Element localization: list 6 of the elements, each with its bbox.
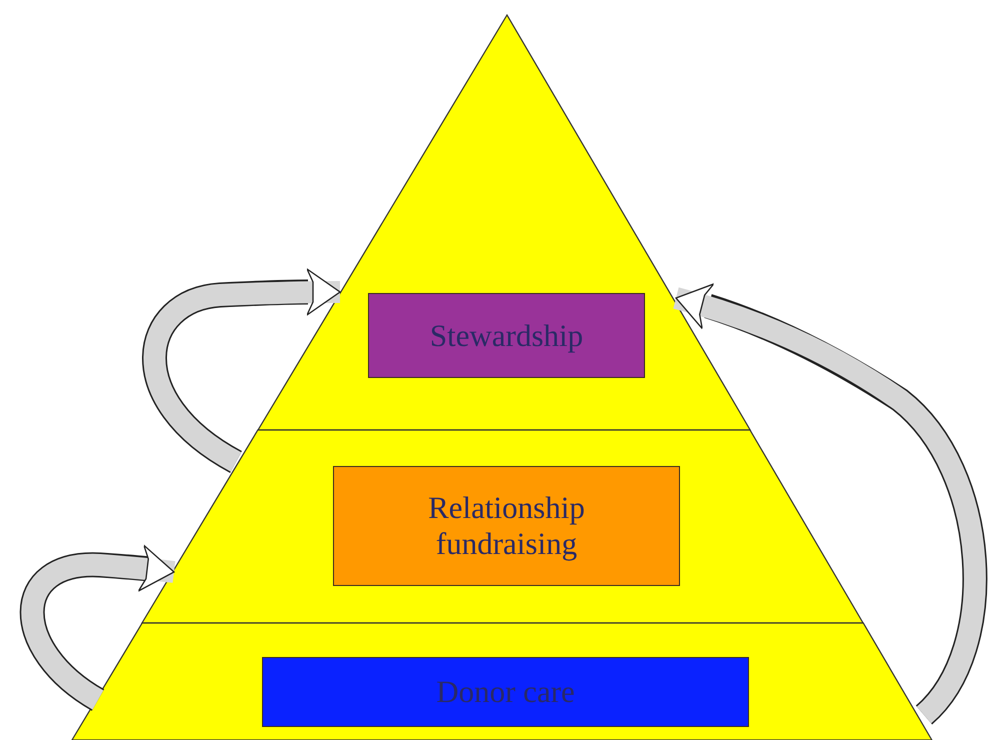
pyramid-tier [72,623,932,740]
pyramid-top-tier [258,15,750,430]
tier-label-box: Donor care [262,657,749,727]
tier-label-box: Stewardship [368,293,645,378]
pyramid-tier [142,430,864,623]
tier-label-box: Relationship fundraising [332,466,680,586]
